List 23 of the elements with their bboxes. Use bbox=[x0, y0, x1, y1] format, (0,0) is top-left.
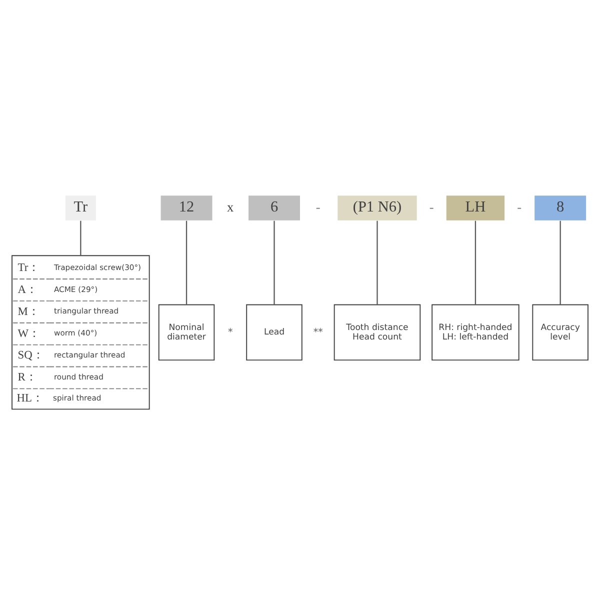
node-box: 8 bbox=[534, 196, 586, 220]
label: - bbox=[429, 200, 434, 215]
node-box: (P1 N6) bbox=[338, 196, 417, 220]
node-box: Nominal diameter bbox=[158, 304, 215, 361]
node-box: RH: right-handed LH: left-handed bbox=[432, 304, 520, 361]
connector bbox=[186, 220, 188, 305]
label: - bbox=[316, 200, 320, 215]
node-box: Tr bbox=[65, 196, 96, 220]
node-box: Tooth distance Head count bbox=[334, 304, 421, 361]
connector bbox=[474, 220, 476, 305]
node-box: Lead bbox=[246, 304, 302, 361]
node-box: Accuracy level bbox=[532, 304, 588, 361]
node-box: LH bbox=[446, 196, 505, 220]
connector bbox=[560, 220, 561, 305]
label: - bbox=[517, 200, 522, 215]
connector bbox=[80, 220, 82, 256]
node-box: 12 bbox=[160, 196, 212, 220]
connector bbox=[274, 220, 275, 305]
node-box: 6 bbox=[248, 196, 300, 220]
connector bbox=[376, 220, 378, 305]
label: * bbox=[228, 326, 233, 338]
label: ** bbox=[313, 326, 323, 338]
label: x bbox=[227, 200, 234, 215]
